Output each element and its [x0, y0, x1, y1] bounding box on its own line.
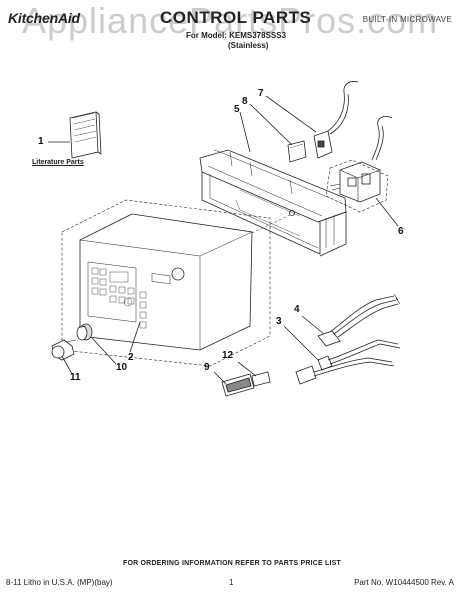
control-board-assembly — [329, 116, 393, 203]
control-panel-housing — [199, 149, 347, 257]
watermark: AppliancePartsPros.com — [22, 0, 439, 41]
callout-5: 5 — [234, 104, 240, 115]
product-type: BUILT-IN MICROWAVE — [362, 15, 452, 24]
callout-11: 11 — [70, 372, 81, 383]
callout-10: 10 — [116, 362, 128, 373]
page-title: CONTROL PARTS — [160, 8, 312, 27]
page-number: 1 — [229, 578, 234, 587]
finish-label: (Stainless) — [228, 41, 269, 50]
wire-harness — [295, 339, 401, 385]
touch-control-panel — [79, 213, 253, 351]
callout-2: 2 — [128, 352, 134, 363]
literature-parts-label: Literature Parts — [32, 159, 84, 166]
callout-9: 9 — [204, 362, 210, 373]
bracket-part — [287, 140, 307, 163]
label-part — [251, 371, 271, 387]
literature-booklet — [69, 111, 102, 159]
callout-6: 6 — [398, 226, 404, 237]
callout-3: 3 — [276, 316, 282, 327]
callout-8: 8 — [242, 96, 248, 107]
litho-note: 8-11 Litho in U.S.A. (MP)(bay) — [6, 578, 113, 587]
callout-1: 1 — [38, 136, 44, 147]
part-number: Part No. W10444500 Rev. A — [354, 578, 454, 587]
ordering-note: FOR ORDERING INFORMATION REFER TO PARTS … — [122, 560, 342, 567]
knob-cap — [51, 339, 77, 361]
ribbon-cable — [317, 293, 401, 347]
door-switch — [313, 81, 359, 159]
light-lens — [221, 373, 255, 397]
callout-7: 7 — [258, 88, 264, 99]
control-knob — [76, 323, 93, 341]
brand-logo: KitchenAid — [8, 10, 80, 26]
callout-4: 4 — [294, 304, 300, 315]
model-line: For Model: KEMS378SSS3 — [186, 31, 287, 40]
callout-12: 12 — [222, 350, 234, 361]
